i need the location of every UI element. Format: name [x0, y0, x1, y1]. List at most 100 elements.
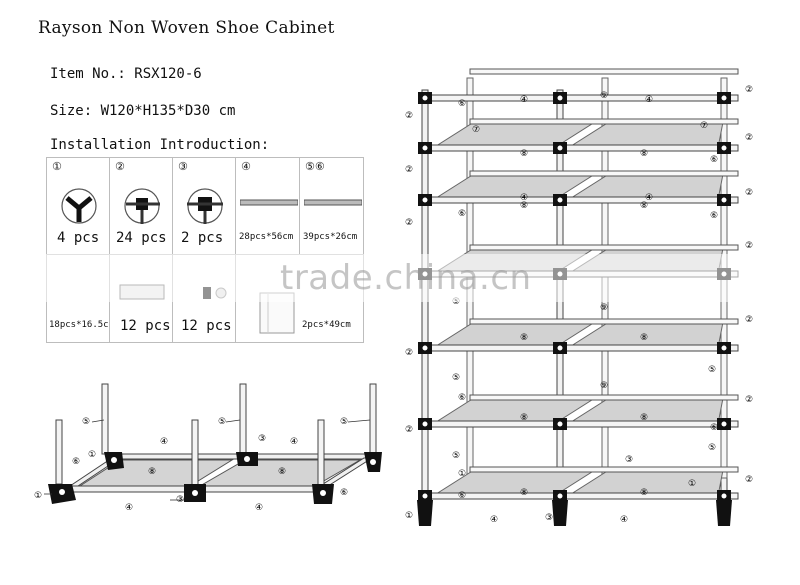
callout-2: ②	[745, 395, 753, 405]
installation-heading: Installation Introduction:	[50, 137, 270, 153]
callout-5: ⑤	[708, 443, 716, 453]
foot	[552, 500, 568, 526]
connector-hole	[422, 145, 428, 151]
back-rail	[469, 170, 739, 177]
watermark-band	[0, 254, 800, 302]
shelf-panel	[431, 173, 597, 201]
callout-5: ⑤	[452, 451, 460, 461]
callout-6: ⑥	[458, 209, 466, 219]
callout-4: ④	[645, 95, 653, 105]
connector-hole	[721, 197, 727, 203]
callout-4: ④	[490, 515, 498, 525]
callout-9: ⑨	[600, 303, 608, 313]
watermark: trade.china.cn	[280, 258, 532, 298]
callout-1: ①	[88, 450, 96, 460]
tube-long-icon	[240, 199, 298, 206]
part-cell-4: ④ 28pcs*56cm	[235, 157, 300, 255]
size-spec: Size: W120*H135*D30 cm	[50, 103, 236, 119]
front-rail	[424, 344, 739, 352]
callout-2: ②	[405, 218, 413, 228]
callout-8: ⑧	[640, 488, 648, 498]
front-rail	[424, 94, 739, 102]
connector-hole	[422, 197, 428, 203]
callout-3: ③	[176, 495, 184, 505]
callout-2: ②	[405, 348, 413, 358]
back-rail	[469, 394, 739, 401]
callout-6: ⑥	[72, 457, 80, 467]
base-assembly: ① ③ ③ ① ⑥ ⑤ ⑤ ⑤ ④ ④ ⑧ ⑧ ④ ④ ⑥	[34, 383, 382, 513]
back-rail	[469, 68, 739, 75]
callout-5: ⑤	[340, 417, 348, 427]
callout-1: ①	[688, 479, 696, 489]
callout-7: ⑦	[472, 125, 480, 135]
callout-8: ⑧	[278, 467, 286, 477]
connector-hole	[422, 421, 428, 427]
callout-4: ④	[620, 515, 628, 525]
callout-6: ⑥	[458, 393, 466, 403]
part-cell-3: ③ 2 pcs	[172, 157, 236, 255]
connector-hole	[557, 493, 563, 499]
callout-4: ④	[160, 437, 168, 447]
part-qty: 2pcs*49cm	[302, 320, 351, 330]
connector-hole	[557, 345, 563, 351]
callout-6: ⑥	[458, 491, 466, 501]
callout-1: ①	[405, 511, 413, 521]
callout-8: ⑧	[520, 413, 528, 423]
callout-4: ④	[520, 193, 528, 203]
connector-hole	[721, 345, 727, 351]
shelf-panel	[431, 121, 597, 149]
callout-4: ④	[645, 193, 653, 203]
callout-2: ②	[745, 133, 753, 143]
connector-hole	[557, 197, 563, 203]
connector-hole	[557, 95, 563, 101]
page-title: Rayson Non Woven Shoe Cabinet	[38, 18, 335, 38]
front-rail	[424, 144, 739, 152]
callout-5: ⑤	[452, 373, 460, 383]
item-number: Item No.: RSX120-6	[50, 66, 202, 82]
foot	[716, 500, 732, 526]
callout-8: ⑧	[148, 467, 156, 477]
callout-4: ④	[125, 503, 133, 513]
connector-hole	[557, 421, 563, 427]
callout-6: ⑥	[340, 488, 348, 498]
back-rail	[469, 318, 739, 325]
part-qty: 12 pcs	[181, 318, 232, 334]
part-qty: 2 pcs	[181, 230, 224, 246]
callout-2: ②	[405, 425, 413, 435]
connector-hole	[422, 95, 428, 101]
callout-1: ①	[458, 469, 466, 479]
callout-6: ⑥	[458, 99, 466, 109]
part-number: ③	[178, 160, 188, 173]
callout-8: ⑧	[520, 201, 528, 211]
connector-1-icon	[61, 188, 97, 224]
callout-2: ②	[745, 188, 753, 198]
front-rail	[424, 420, 739, 428]
callout-4: ④	[255, 503, 263, 513]
back-rail	[469, 118, 739, 125]
callout-6: ⑥	[710, 211, 718, 221]
part-number: ④	[241, 160, 251, 173]
connector-hole	[721, 145, 727, 151]
callout-8: ⑧	[520, 149, 528, 159]
callout-3: ③	[258, 434, 266, 444]
callout-5: ⑤	[708, 365, 716, 375]
part-qty: 39pcs*26cm	[303, 232, 358, 242]
connector-3-icon	[187, 188, 223, 224]
back-rail	[469, 244, 739, 251]
callout-9: ⑨	[600, 91, 608, 101]
callout-9: ⑨	[600, 381, 608, 391]
callout-3: ③	[625, 455, 633, 465]
back-rail	[469, 466, 739, 473]
callout-5: ⑤	[218, 417, 226, 427]
callout-1: ①	[34, 491, 42, 501]
callout-2: ②	[745, 315, 753, 325]
callout-8: ⑧	[520, 488, 528, 498]
callout-2: ②	[405, 165, 413, 175]
front-rail	[424, 492, 739, 500]
callout-3: ③	[545, 513, 553, 523]
connector-hole	[721, 493, 727, 499]
callout-6: ⑥	[710, 155, 718, 165]
part-qty: 24 pcs	[116, 230, 167, 246]
part-qty: 18pcs*16.5cm	[49, 320, 115, 330]
callout-6: ⑥	[710, 423, 718, 433]
